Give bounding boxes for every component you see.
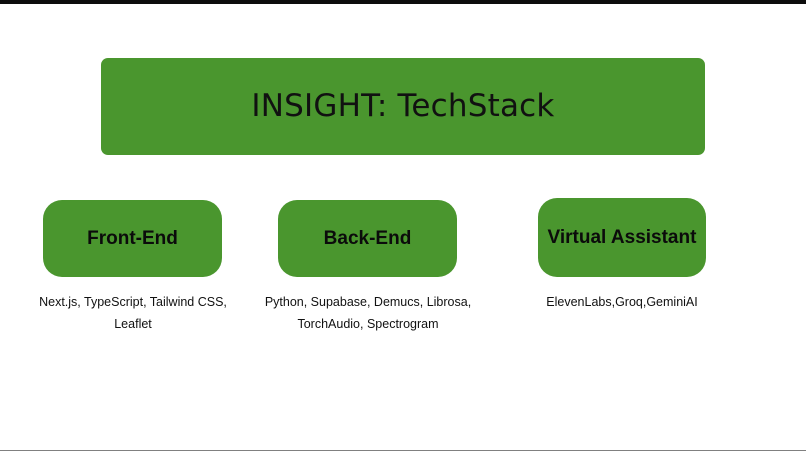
category-caption-front-end: Next.js, TypeScript, Tailwind CSS, Leafl… <box>39 295 227 331</box>
category-box-back-end: Back-End <box>278 200 457 277</box>
category-caption-back-end: Python, Supabase, Demucs, Librosa, Torch… <box>264 295 472 331</box>
category-box-front-end: Front-End <box>43 200 222 277</box>
category-caption-virtual-assistant: ElevenLabs,Groq,GeminiAI <box>546 295 698 309</box>
category-label-back-end: Back-End <box>323 227 412 249</box>
top-edge-bar <box>0 0 806 4</box>
title-banner: INSIGHT: TechStack <box>101 58 705 155</box>
page-title: INSIGHT: TechStack <box>251 88 555 124</box>
category-box-virtual-assistant: Virtual Assistant <box>538 198 706 277</box>
category-label-virtual-assistant: Virtual Assistant <box>547 226 697 248</box>
category-label-front-end: Front-End <box>87 227 178 249</box>
bottom-divider <box>0 450 806 451</box>
